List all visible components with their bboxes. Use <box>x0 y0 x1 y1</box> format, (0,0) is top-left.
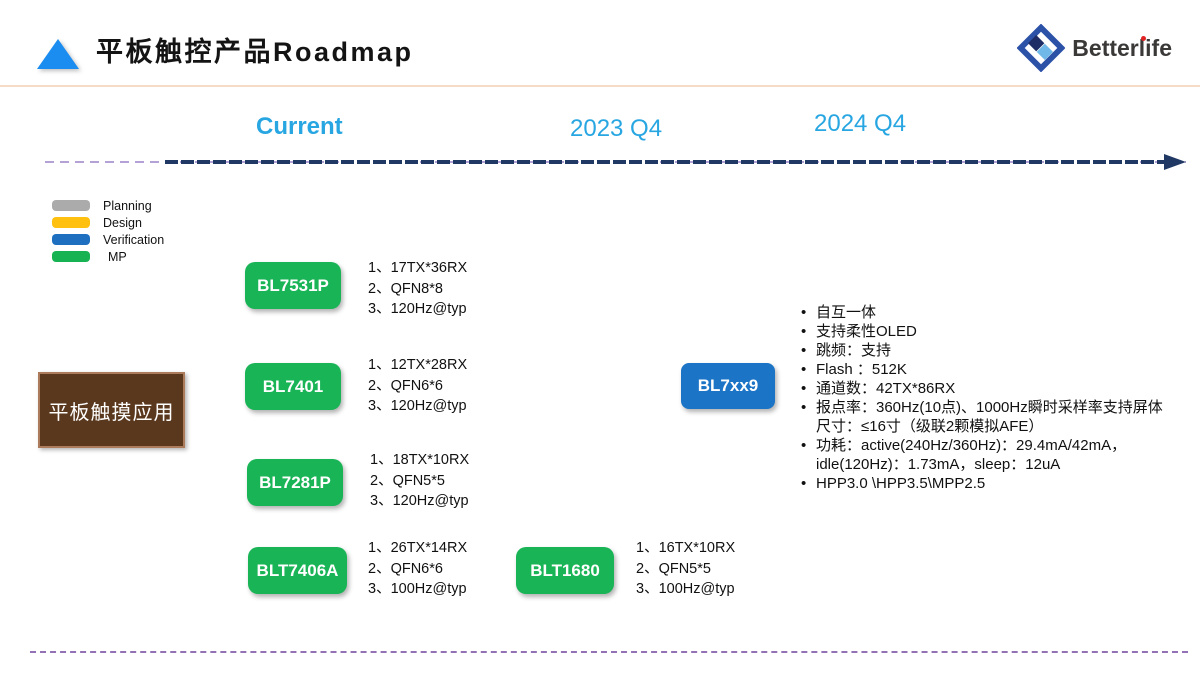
spec-line: 1、18TX*10RX <box>370 452 470 468</box>
product-chip-bl7401: BL7401 <box>245 363 341 410</box>
legend-item-verification: Verification <box>52 231 164 248</box>
spec-line: 1、26TX*14RX <box>368 540 468 556</box>
planning-swatch-icon <box>52 200 90 211</box>
mp-swatch-icon <box>52 251 90 262</box>
page-title: 平板触控产品Roadmap <box>96 37 414 67</box>
feature-item: 支持柔性OLED <box>798 322 1198 341</box>
spec-line: 1、17TX*36RX <box>368 260 468 276</box>
brand-i-dot-icon <box>1141 35 1147 41</box>
product-chip-blt7406a: BLT7406A <box>248 547 347 594</box>
product-chip-bl7531p: BL7531P <box>245 262 341 309</box>
legend-item-design: Design <box>52 214 164 231</box>
spec-list-bl7531p: 1、17TX*36RX 2、QFN8*8 3、120Hz@typ <box>368 258 467 320</box>
feature-item: 通道数：42TX*86RX <box>798 379 1198 398</box>
brand-name-wrap: Betterlife <box>1072 35 1172 62</box>
feature-item: 自互一体 <box>798 303 1198 322</box>
spec-line: 2、QFN6*6 <box>368 560 443 577</box>
spec-line: 3、120Hz@typ <box>368 398 467 414</box>
spec-line: 3、120Hz@typ <box>368 301 467 317</box>
slide-header: 平板触控产品Roadmap Betterlife <box>0 0 1200 87</box>
timeline-arrow <box>45 154 1186 170</box>
product-chip-bl7xx9: BL7xx9 <box>681 363 775 409</box>
feature-item-continuation: idle(120Hz)：1.73mA，sleep：12uA <box>816 456 1061 473</box>
spec-list-blt1680: 1、16TX*10RX 2、QFN5*5 3、100Hz@typ <box>636 538 735 600</box>
product-chip-bl7281p: BL7281P <box>247 459 343 506</box>
title-triangle-icon <box>37 39 79 69</box>
spec-line: 3、120Hz@typ <box>370 493 469 509</box>
bottom-divider <box>30 651 1188 653</box>
spec-list-blt7406a: 1、26TX*14RX 2、QFN6*6 3、100Hz@typ <box>368 538 467 600</box>
product-chip-blt1680: BLT1680 <box>516 547 614 594</box>
feature-item: 报点率：360Hz(10点)、1000Hz瞬时采样率支持屏体 <box>798 398 1198 417</box>
brand-name: Betterlife <box>1072 34 1172 61</box>
arrowhead-icon <box>1164 154 1186 170</box>
spec-line: 1、12TX*28RX <box>368 357 468 373</box>
spec-list-bl7281p: 1、18TX*10RX 2、QFN5*5 3、120Hz@typ <box>370 450 469 512</box>
legend-label: Verification <box>103 232 165 247</box>
spec-line: 3、100Hz@typ <box>368 581 467 597</box>
spec-line: 1、16TX*10RX <box>636 540 736 556</box>
spec-line: 2、QFN5*5 <box>370 472 445 489</box>
spec-line: 3、100Hz@typ <box>636 581 735 597</box>
legend-item-planning: Planning <box>52 197 164 214</box>
stage-legend: Planning Design Verification MP <box>52 197 164 265</box>
timeline-column-2024q4: 2024 Q4 <box>814 110 907 137</box>
design-swatch-icon <box>52 217 90 228</box>
feature-list-bl7xx9: 自互一体 支持柔性OLED 跳频：支持 Flash ：512K 通道数：42TX… <box>798 303 1198 493</box>
timeline-column-current: Current <box>256 113 343 140</box>
brand-diamond-icon <box>1017 24 1066 72</box>
timeline-column-2023q4: 2023 Q4 <box>570 115 663 142</box>
spec-line: 2、QFN8*8 <box>368 280 443 297</box>
feature-item: 功耗：active(240Hz/360Hz)：29.4mA/42mA， <box>798 436 1198 455</box>
legend-label: MP <box>108 249 127 264</box>
brand-logo: Betterlife <box>1017 24 1172 72</box>
category-label: 平板触摸应用 <box>38 372 185 448</box>
feature-item-continuation: 尺寸：≤16寸（级联2颗模拟AFE） <box>816 418 1044 435</box>
verification-swatch-icon <box>52 234 90 245</box>
spec-line: 2、QFN6*6 <box>368 377 443 394</box>
legend-label: Design <box>103 215 142 230</box>
spec-line: 2、QFN5*5 <box>636 560 711 577</box>
feature-item: 跳频：支持 <box>798 341 1198 360</box>
legend-label: Planning <box>103 198 152 213</box>
feature-item: Flash ：512K <box>798 360 1198 379</box>
legend-item-mp: MP <box>52 248 164 265</box>
spec-list-bl7401: 1、12TX*28RX 2、QFN6*6 3、120Hz@typ <box>368 355 467 417</box>
feature-item: HPP3.0 \HPP3.5\MPP2.5 <box>798 474 1198 493</box>
